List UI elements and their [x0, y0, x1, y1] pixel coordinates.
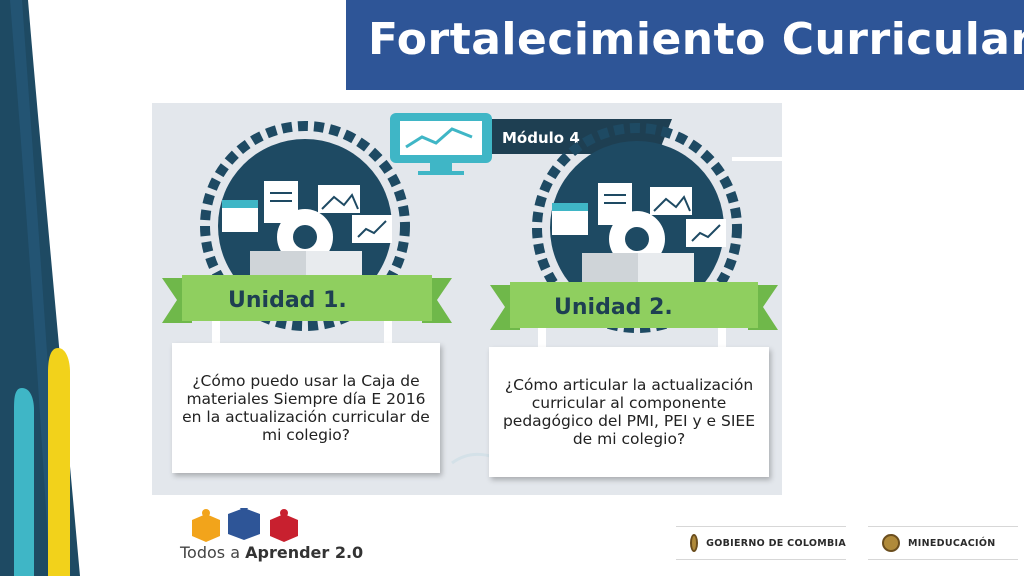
unit-2-ribbon	[490, 282, 778, 350]
mineducacion-badge: MINEDUCACIÓN	[868, 526, 1018, 560]
gobierno-label: GOBIERNO DE COLOMBIA	[706, 537, 846, 549]
image-icon	[650, 187, 692, 215]
infographic-graphics: Módulo 4 Unidad 1.	[162, 113, 782, 474]
gobierno-badge: GOBIERNO DE COLOMBIA	[676, 526, 846, 560]
image-icon	[318, 185, 360, 213]
title-bar: Fortalecimiento Curricular	[346, 0, 1024, 90]
program-prefix: Todos a	[180, 543, 246, 562]
unit-1-question: ¿Cómo puedo usar la Caja de materiales S…	[182, 372, 430, 444]
clapperboard-icon	[222, 200, 258, 232]
page-title: Fortalecimiento Curricular	[368, 14, 1024, 65]
todos-a-aprender-logo: Todos a Aprender 2.0	[180, 503, 363, 574]
left-decoration	[0, 0, 80, 576]
program-name: Todos a Aprender 2.0	[180, 543, 363, 562]
coat-of-arms-icon	[882, 534, 900, 552]
chart-monitor-icon	[686, 219, 726, 247]
clapperboard-icon	[552, 203, 588, 235]
unit-1-ribbon	[162, 275, 452, 343]
chart-monitor-icon	[352, 215, 392, 243]
unit-1-question-card: ¿Cómo puedo usar la Caja de materiales S…	[172, 343, 440, 473]
unit-1-label: Unidad 1.	[228, 288, 347, 313]
monitor-icon	[390, 113, 492, 175]
unit-2-label: Unidad 2.	[554, 295, 673, 320]
mineducacion-label: MINEDUCACIÓN	[908, 537, 996, 549]
module-label: Módulo 4	[502, 129, 580, 147]
coat-of-arms-icon	[690, 534, 699, 552]
unit-2-question-card: ¿Cómo articular la actualización curricu…	[489, 347, 769, 477]
infographic: Módulo 4 Unidad 1.	[152, 103, 782, 495]
books-icon	[192, 503, 298, 542]
program-title: Aprender 2.0	[245, 543, 364, 562]
unit-2-question: ¿Cómo articular la actualización curricu…	[502, 376, 756, 448]
